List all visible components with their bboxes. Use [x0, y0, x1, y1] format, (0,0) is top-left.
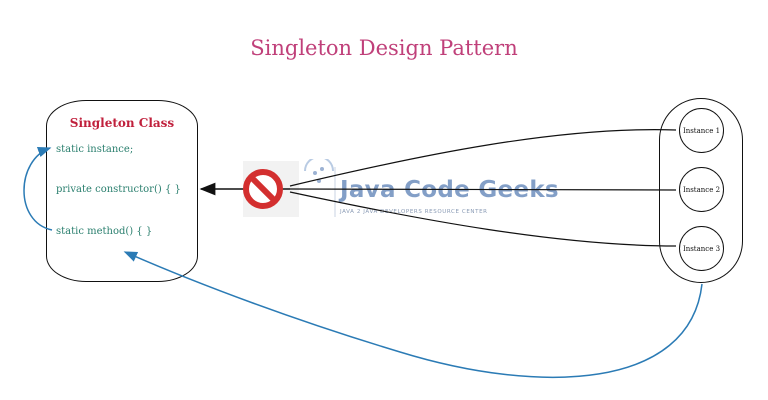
instance-3-node: Instance 3	[679, 226, 724, 271]
instance-3-method-arrow	[123, 251, 703, 379]
no-entry-sign-icon	[243, 169, 283, 209]
instance-3-connector	[289, 191, 677, 247]
instance-2-node: Instance 2	[679, 167, 724, 212]
instance-1-node: Instance 1	[679, 108, 724, 153]
member-static-method: static method() { }	[56, 226, 153, 237]
instance-2-connector	[289, 188, 677, 191]
singleton-class-box: Singleton Class static instance; private…	[46, 100, 198, 282]
singleton-class-title: Singleton Class	[69, 116, 175, 130]
self-reference-arrow	[23, 147, 53, 231]
diagram-title: Singleton Design Pattern	[250, 36, 518, 60]
member-private-constructor: private constructor() { }	[56, 184, 181, 195]
watermark-tagline: JAVA 2 JAVA DEVELOPERS RESOURCE CENTER	[340, 209, 488, 215]
instance-1-connector	[289, 129, 677, 187]
member-static-instance: static instance;	[56, 144, 134, 155]
